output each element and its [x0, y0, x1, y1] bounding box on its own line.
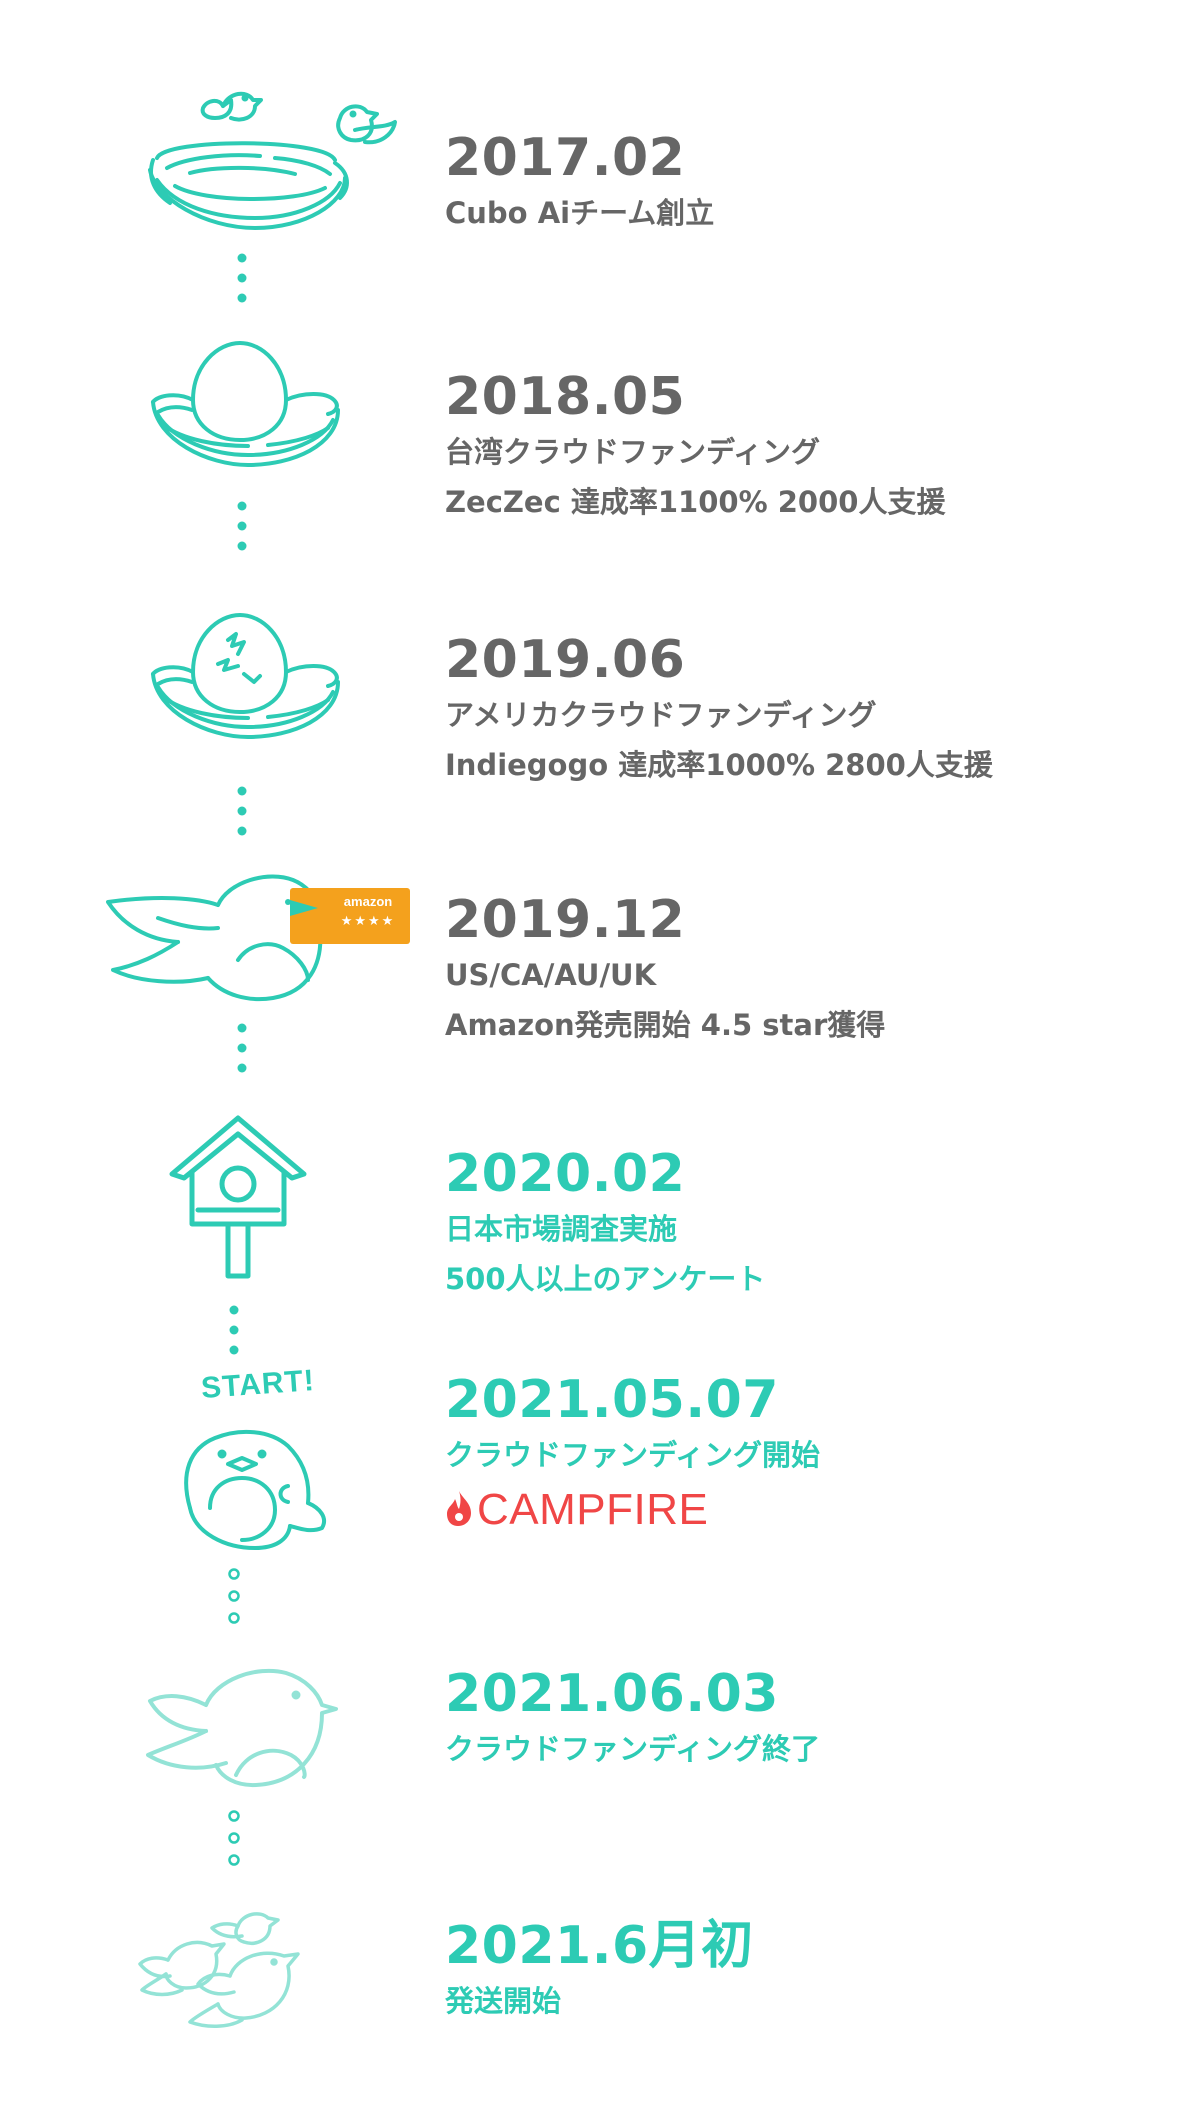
timeline-connector-dots	[230, 785, 254, 837]
timeline-entry: 2020.02 日本市場調査実施 500人以上のアンケート	[445, 1144, 765, 1304]
timeline-entry: 2019.06 アメリカクラウドファンディング Indiegogo 達成率100…	[445, 630, 993, 790]
timeline-connector-dots	[230, 252, 254, 304]
campfire-logo: CAMPFIRE	[445, 1488, 820, 1532]
timeline-entry: 2017.02 Cubo Aiチーム創立	[445, 128, 714, 238]
timeline-text: アメリカクラウドファンディング	[445, 698, 877, 732]
flying-bird-icon	[146, 1665, 346, 1795]
timeline-text: Cubo Aiチーム創立	[445, 196, 715, 230]
amazon-ticket-label: amazon	[343, 894, 393, 909]
timeline-text: Amazon発売開始 4.5 star獲得	[445, 1008, 886, 1042]
timeline-date: 2019.06	[445, 630, 686, 690]
amazon-ticket-stars: ★★★★	[340, 914, 396, 929]
campfire-flame-icon	[445, 1489, 473, 1531]
timeline-connector-dots	[230, 1022, 254, 1074]
timeline-entry: 2018.05 台湾クラウドファンディング ZecZec 達成率1100% 20…	[445, 367, 945, 527]
timeline-connector-dots	[222, 1568, 246, 1624]
timeline-text: Indiegogo 達成率1000% 2800人支援	[445, 748, 993, 782]
birdhouse-icon	[168, 1114, 308, 1284]
timeline-date: 2021.05.07	[445, 1370, 779, 1430]
timeline-text: 台湾クラウドファンディング	[445, 435, 820, 469]
timeline-connector-dots	[230, 500, 254, 552]
timeline-connector-dots	[222, 1810, 246, 1866]
timeline-date: 2020.02	[445, 1144, 686, 1204]
timeline-date: 2018.05	[445, 367, 686, 427]
egg-nest-icon	[148, 340, 348, 480]
timeline-entry: 2019.12 US/CA/AU/UK Amazon発売開始 4.5 star獲…	[445, 890, 885, 1050]
bird-amazon-ticket-icon: amazon ★★★★	[106, 870, 428, 1010]
timeline-date: 2017.02	[445, 128, 686, 188]
timeline-connector-dots	[222, 1304, 246, 1356]
timeline-text: 500人以上のアンケート	[445, 1262, 766, 1296]
timeline-text: クラウドファンディング終了	[445, 1732, 820, 1766]
timeline-entry: 2021.06.03 クラウドファンディング終了	[445, 1664, 820, 1774]
timeline-entry: 2021.05.07 クラウドファンディング開始 CAMPFIRE	[445, 1370, 820, 1532]
timeline-text: ZecZec 達成率1100% 2000人支援	[445, 485, 946, 519]
nest-birds-icon	[145, 78, 425, 248]
timeline-text: クラウドファンディング開始	[445, 1438, 820, 1472]
bird-flock-icon	[138, 1904, 338, 2034]
timeline-date: 2021.06.03	[445, 1664, 779, 1724]
timeline-entry: 2021.6月初 発送開始	[445, 1916, 754, 2026]
cracked-egg-nest-icon	[148, 612, 348, 752]
campfire-logo-text: CAMPFIRE	[477, 1485, 709, 1534]
timeline-date: 2021.6月初	[445, 1916, 754, 1976]
timeline-text: US/CA/AU/UK	[445, 958, 657, 992]
timeline-text: 発送開始	[445, 1984, 562, 2018]
timeline-text: 日本市場調査実施	[445, 1212, 678, 1246]
timeline-date: 2019.12	[445, 890, 686, 950]
